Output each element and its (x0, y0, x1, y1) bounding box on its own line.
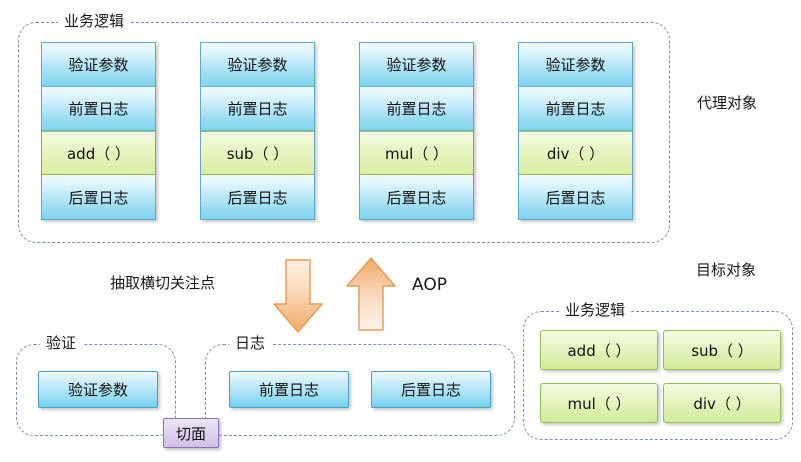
proxy-column-add: 验证参数 前置日志 add（ ） 后置日志 (41, 42, 156, 220)
cell-method-add: add（ ） (42, 131, 155, 175)
up-arrow (345, 255, 397, 333)
after-log-box: 后置日志 (371, 371, 491, 408)
proxy-object-group (18, 22, 670, 243)
proxy-column-mul: 验证参数 前置日志 mul（ ） 后置日志 (359, 42, 474, 220)
cell-validate-params: 验证参数 (519, 43, 632, 87)
cell-before-log: 前置日志 (42, 87, 155, 131)
validation-params-box: 验证参数 (38, 371, 158, 408)
extract-crosscutting-label: 抽取横切关注点 (110, 274, 216, 292)
cell-after-log: 后置日志 (201, 175, 314, 219)
target-method-sub: sub（ ） (663, 330, 781, 370)
target-method-mul: mul（ ） (540, 383, 658, 423)
cell-after-log: 后置日志 (42, 175, 155, 219)
cell-after-log: 后置日志 (360, 175, 473, 219)
validation-group (16, 344, 176, 436)
before-log-box: 前置日志 (229, 371, 349, 408)
proxy-group-label: 业务逻辑 (58, 13, 131, 30)
logging-group (205, 344, 515, 436)
cell-validate-params: 验证参数 (201, 43, 314, 87)
aspect-chip: 切面 (163, 418, 219, 448)
down-arrow (272, 258, 324, 336)
cell-validate-params: 验证参数 (360, 43, 473, 87)
target-object-title: 目标对象 (696, 261, 757, 279)
aop-label: AOP (412, 275, 447, 295)
proxy-column-div: 验证参数 前置日志 div（ ） 后置日志 (518, 42, 633, 220)
cell-validate-params: 验证参数 (42, 43, 155, 87)
target-method-div: div（ ） (663, 383, 781, 423)
target-group-label: 业务逻辑 (559, 302, 632, 319)
cell-after-log: 后置日志 (519, 175, 632, 219)
cell-method-mul: mul（ ） (360, 131, 473, 175)
target-method-add: add（ ） (540, 330, 658, 370)
logging-group-label: 日志 (229, 335, 272, 352)
proxy-object-title: 代理对象 (697, 94, 758, 112)
cell-method-div: div（ ） (519, 131, 632, 175)
target-object-group (523, 311, 793, 440)
cell-before-log: 前置日志 (360, 87, 473, 131)
cell-before-log: 前置日志 (519, 87, 632, 131)
proxy-column-sub: 验证参数 前置日志 sub（ ） 后置日志 (200, 42, 315, 220)
validation-group-label: 验证 (40, 335, 83, 352)
cell-before-log: 前置日志 (201, 87, 314, 131)
cell-method-sub: sub（ ） (201, 131, 314, 175)
